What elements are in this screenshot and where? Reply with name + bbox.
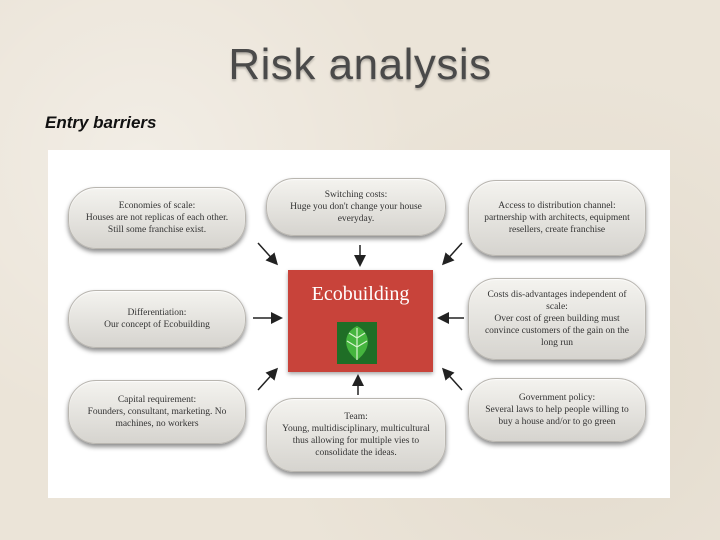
slide-title: Risk analysis	[228, 40, 492, 89]
arrow-economies	[257, 242, 279, 266]
bubble-body: Houses are not replicas of each other. S…	[85, 213, 229, 235]
bubble-capital-requirement: Capital requirement: Founders, consultan…	[68, 380, 246, 444]
bubble-title: Access to distribution channel:	[498, 201, 616, 211]
bubble-body: Founders, consultant, marketing. No mach…	[87, 407, 227, 429]
bubble-differentiation: Differentiation: Our concept of Ecobuild…	[68, 290, 246, 348]
bubble-body: Huge you don't change your house everyda…	[290, 202, 422, 224]
bubble-title: Government policy:	[518, 393, 596, 403]
leaf-icon	[337, 322, 377, 364]
bubble-title: Costs dis-advantages independent of scal…	[487, 290, 627, 312]
bubble-team: Team: Young, multidisciplinary, multicul…	[266, 398, 446, 472]
arrow-capital	[257, 367, 279, 391]
arrow-distribution	[441, 242, 463, 266]
bubble-body: Over cost of green building must convinc…	[484, 314, 630, 348]
bubble-economies-of-scale: Economies of scale: Houses are not repli…	[68, 187, 246, 249]
bubble-access-to-distribution: Access to distribution channel: partners…	[468, 180, 646, 256]
bubble-costs-disadvantages: Costs dis-advantages independent of scal…	[468, 278, 646, 360]
center-ecobuilding: Ecobuilding	[288, 270, 433, 372]
bubble-title: Economies of scale:	[118, 201, 196, 211]
center-title: Ecobuilding	[311, 283, 410, 305]
diagram-image: Economies of scale: Houses are not repli…	[48, 150, 670, 498]
bubble-body: Our concept of Ecobuilding	[104, 320, 210, 330]
bubble-switching-costs: Switching costs: Huge you don't change y…	[266, 178, 446, 236]
bubble-body: Several laws to help people willing to b…	[485, 405, 629, 427]
bubble-body: partnership with architects, equipment r…	[484, 213, 630, 235]
bubble-title: Capital requirement:	[117, 395, 197, 405]
slide-subtitle: Entry barriers	[45, 113, 157, 132]
bubble-body: Young, multidisciplinary, multicultural …	[282, 424, 430, 458]
bubble-title: Switching costs:	[324, 190, 388, 200]
arrow-government	[441, 367, 463, 391]
arrows-layer	[253, 242, 464, 395]
bubble-title: Differentiation:	[127, 308, 187, 318]
bubble-government-policy: Government policy: Several laws to help …	[468, 378, 646, 442]
bubble-title: Team:	[344, 412, 368, 422]
